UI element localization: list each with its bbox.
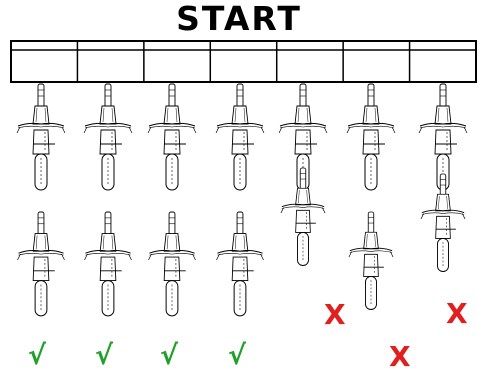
pass-checkmark: √ xyxy=(95,342,113,369)
fail-cross-mark: X xyxy=(446,300,468,328)
rider-start-lane-2 xyxy=(84,84,132,190)
rider-result-lane-4 xyxy=(216,212,263,316)
rider-start-lane-3 xyxy=(148,84,196,190)
rider-result-lane-1 xyxy=(17,212,64,316)
fail-cross-mark: X xyxy=(324,301,346,329)
rider-result-lane-5 xyxy=(281,168,325,266)
rider-result-lane-6 xyxy=(349,212,393,310)
pass-checkmark: √ xyxy=(160,342,178,369)
rider-result-lane-7 xyxy=(421,174,465,272)
pass-checkmark: √ xyxy=(28,342,46,369)
rider-result-lane-3 xyxy=(148,212,195,316)
rider-start-lane-6 xyxy=(347,84,395,190)
rider-result-lane-2 xyxy=(84,212,131,316)
rider-start-lane-1 xyxy=(17,84,65,190)
pass-checkmark: √ xyxy=(228,342,246,369)
rider-start-lane-4 xyxy=(216,84,264,190)
